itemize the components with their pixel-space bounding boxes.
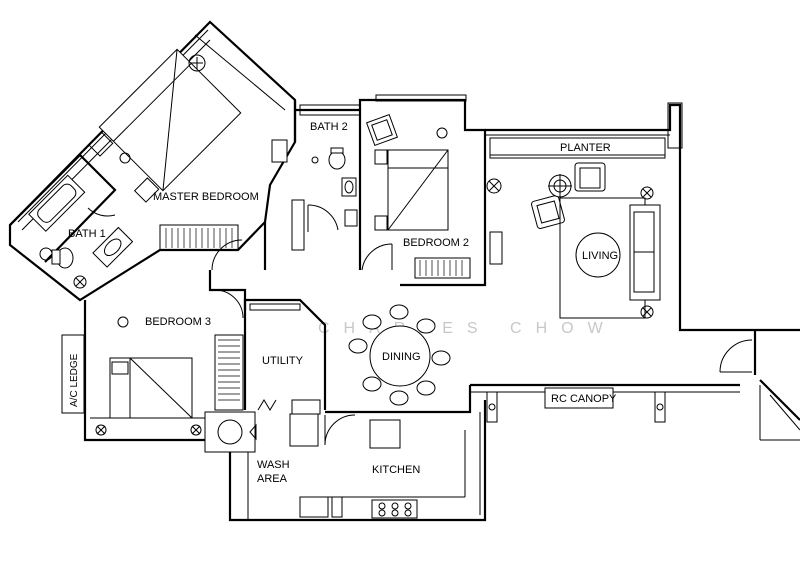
wash-area-label-line1: WASH xyxy=(257,459,290,471)
planter-label: PLANTER xyxy=(560,142,611,154)
lamp-sofa-top xyxy=(640,186,654,200)
bedroom3: BEDROOM 3 xyxy=(83,222,267,442)
armchair-top xyxy=(574,162,606,192)
dining-chairs xyxy=(348,304,451,406)
bedroom2: BEDROOM 2 xyxy=(358,94,503,287)
bed-bedroom3 xyxy=(109,357,193,419)
bath2-label: BATH 2 xyxy=(310,121,348,133)
kitchen: KITCHEN xyxy=(245,385,487,522)
dining-label: DINING xyxy=(382,351,421,363)
master-bedroom-wing: MASTER BEDROOM BATH 1 xyxy=(8,20,297,302)
toilet-bath1 xyxy=(51,247,74,269)
ac-ledge: A/C LEDGE xyxy=(61,334,85,414)
bath1-label: BATH 1 xyxy=(68,228,106,240)
utility-label: UTILITY xyxy=(262,355,304,367)
master-bedroom-label: MASTER BEDROOM xyxy=(153,191,259,203)
living: PLANTER xyxy=(485,102,800,332)
entrance xyxy=(719,330,800,441)
sofa xyxy=(629,204,661,301)
ac-ledge-label: A/C LEDGE xyxy=(69,353,80,407)
lamp-left xyxy=(486,178,502,194)
wash-area-label-line2: AREA xyxy=(257,473,288,485)
bedroom3-label: BEDROOM 3 xyxy=(145,316,211,328)
lamp-sofa-bottom xyxy=(640,305,654,319)
living-label: LIVING xyxy=(582,250,618,262)
side-table xyxy=(548,174,572,198)
bathtub xyxy=(28,174,86,232)
toilet-bath2 xyxy=(328,147,346,170)
lamp-bedroom3-left xyxy=(95,424,107,436)
wardrobe-hatch-bedroom2 xyxy=(419,260,463,276)
desk-chair xyxy=(365,113,399,147)
armchair-left xyxy=(531,195,565,229)
lamp-bedroom3-right xyxy=(190,424,202,436)
master-bed xyxy=(87,48,242,203)
basin xyxy=(92,226,134,268)
bedroom2-label: BEDROOM 2 xyxy=(403,237,469,249)
rc-canopy: RC CANOPY xyxy=(470,383,740,423)
wardrobe-hatch-bedroom3 xyxy=(218,339,240,401)
dining: DINING xyxy=(348,304,451,406)
utility: UTILITY xyxy=(243,298,327,413)
bath2: BATH 2 xyxy=(271,100,362,251)
kitchen-label: KITCHEN xyxy=(372,464,420,476)
wardrobe-hatch xyxy=(165,228,233,248)
rc-canopy-label: RC CANOPY xyxy=(551,393,617,405)
bed-bedroom2 xyxy=(374,149,449,231)
stove xyxy=(371,499,418,519)
wash-area: WASH AREA xyxy=(204,411,290,522)
